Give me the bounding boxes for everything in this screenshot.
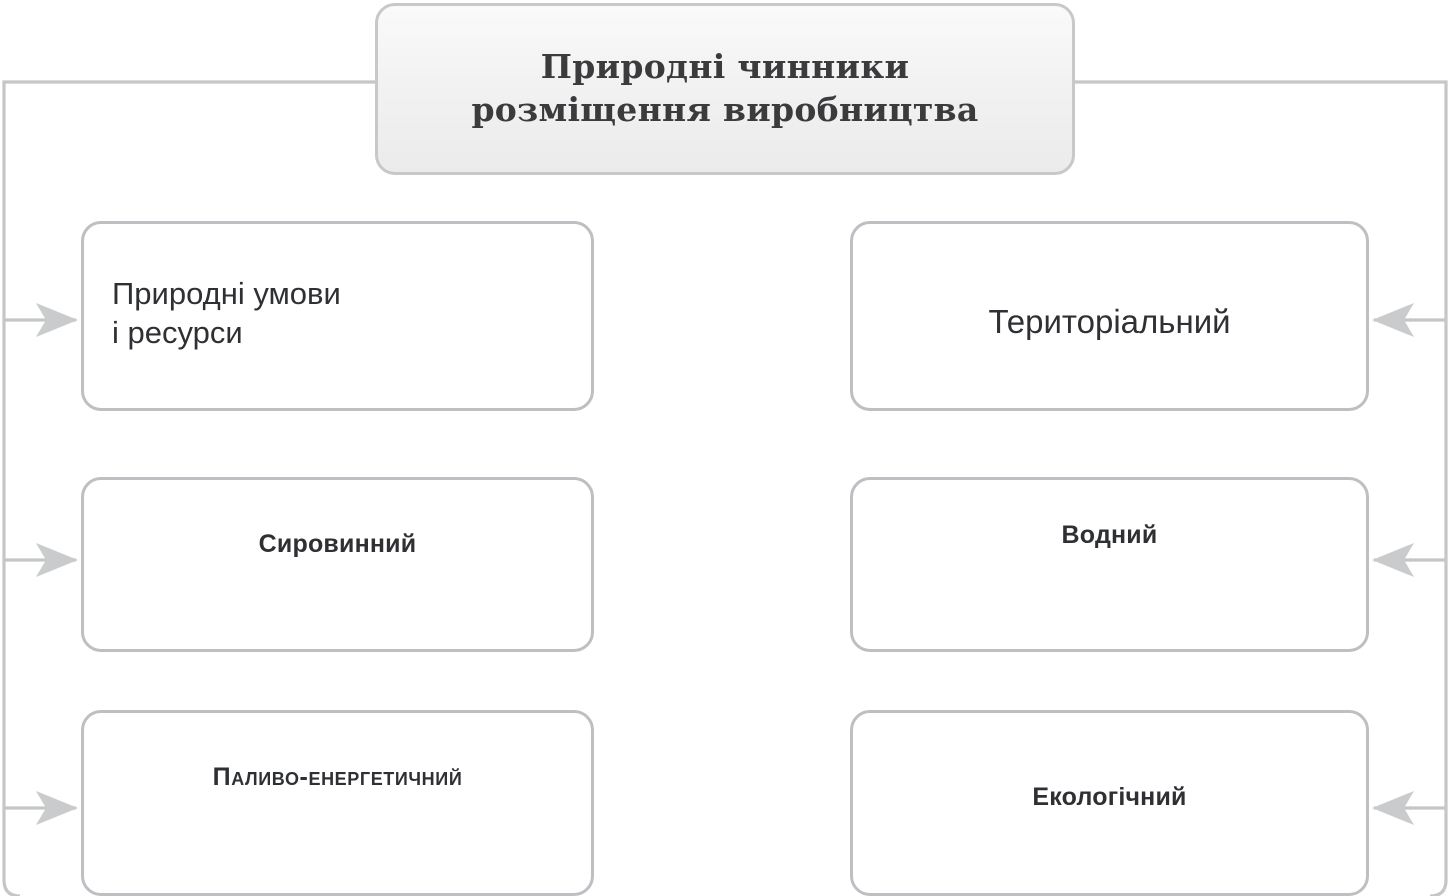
- diagram-title-box: Природні чинники розміщення виробництва: [375, 3, 1075, 175]
- left-arrowhead-2: [36, 543, 78, 577]
- factor-box-natural-conditions[interactable]: Природні умови і ресурси: [81, 221, 594, 411]
- left-arrowhead-3: [36, 791, 78, 825]
- right-arrowhead-3: [1372, 791, 1414, 825]
- factor-box-territorial[interactable]: Територіальний: [850, 221, 1369, 411]
- factor-box-water[interactable]: Водний: [850, 477, 1369, 652]
- right-arrowhead-2: [1372, 543, 1414, 577]
- factor-label-water: Водний: [1061, 521, 1158, 549]
- factor-box-fuel-energy[interactable]: Паливо-енергетичний: [81, 710, 594, 896]
- factor-box-ecological[interactable]: Екологічний: [850, 710, 1369, 896]
- factor-label-ecological: Екологічний: [1032, 783, 1187, 811]
- factor-label-fuel-energy: Паливо-енергетичний: [212, 763, 463, 791]
- left-arrowhead-1: [36, 303, 78, 337]
- factor-label-territorial: Територіальний: [988, 303, 1231, 340]
- factor-label-natural-conditions: Природні умови і ресурси: [112, 276, 341, 351]
- factor-box-raw-materials[interactable]: Сировинний: [81, 477, 594, 652]
- right-arrowhead-1: [1372, 303, 1414, 337]
- page-title: Природні чинники розміщення виробництва: [471, 47, 979, 129]
- factor-label-raw-materials: Сировинний: [258, 530, 417, 558]
